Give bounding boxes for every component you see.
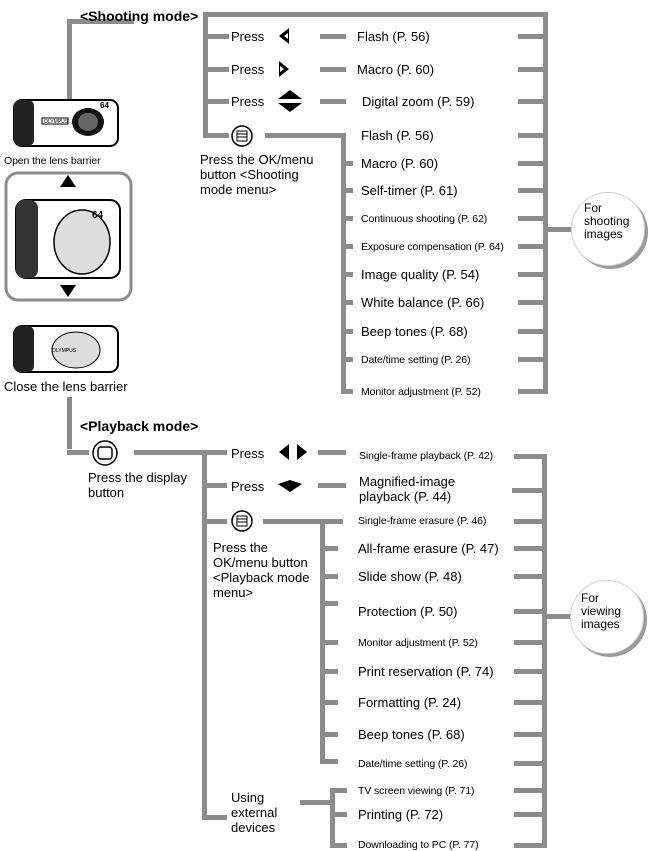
playback-direct-item-1: Magnified-image playback (P. 44)	[359, 474, 456, 504]
arrow-up-down-small-icon	[278, 480, 302, 492]
playback-ok-menu-label: Press the OK/menu button <Playback mode …	[213, 540, 310, 600]
playback-press-label-2: Press	[231, 479, 265, 494]
shooting-menu-item-6: White balance (P. 66)	[361, 295, 485, 310]
shooting-menu-item-7: Beep tones (P. 68)	[361, 324, 468, 339]
camera-brand-2: OLYMPUS	[52, 348, 77, 354]
shooting-menu-item-2: Self-timer (P. 61)	[361, 183, 458, 198]
shooting-menu-item-5: Image quality (P. 54)	[361, 267, 480, 282]
camera-close-image: 64	[15, 199, 121, 279]
playback-menu-item-3: Protection (P. 50)	[358, 604, 458, 619]
playback-external-item-0: TV screen viewing (P. 71)	[358, 785, 475, 797]
playback-bubble-text: For viewing images	[581, 591, 622, 631]
playback-display-label: Press the display button	[88, 470, 187, 500]
shooting-menu-item-3: Continuous shooting (P. 62)	[361, 213, 488, 225]
playback-direct-item-0: Single-frame playback (P. 42)	[359, 450, 494, 462]
arrow-left-icon	[279, 28, 289, 44]
playback-bubble	[570, 580, 644, 654]
press-label-2: Press	[231, 62, 265, 77]
shooting-bubble-text: For shooting images	[584, 201, 630, 241]
playback-menu-item-8: Date/time setting (P. 26)	[358, 758, 468, 770]
shooting-direct-item-1: Macro (P. 60)	[357, 62, 435, 77]
shooting-menu-item-1: Macro (P. 60)	[361, 156, 439, 171]
menu-button-icon-2	[231, 510, 253, 532]
shooting-direct-item-2: Digital zoom (P. 59)	[362, 94, 475, 109]
menu-button-icon	[231, 125, 253, 147]
arrow-up-icon	[60, 175, 76, 187]
arrow-right-icon	[279, 61, 289, 77]
playback-external-item-2: Downloading to PC (P. 77)	[358, 839, 479, 851]
display-button-icon	[92, 440, 118, 466]
shooting-menu-item-4: Exposure compensation (P. 64)	[361, 241, 504, 253]
arrow-down-icon	[60, 285, 76, 297]
press-label-1: Press	[231, 29, 265, 44]
shooting-direct-item-0: Flash (P. 56)	[357, 29, 430, 44]
playback-menu-item-4: Monitor adjustment (P. 52)	[358, 637, 478, 649]
open-lens-barrier-label: Open the lens barrier	[4, 155, 101, 167]
arrow-up-down-icon	[278, 90, 302, 112]
playback-menu-item-7: Beep tones (P. 68)	[358, 727, 465, 742]
press-label-3: Press	[231, 94, 265, 109]
camera-model: 64	[100, 101, 109, 110]
shooting-menu-item-9: Monitor adjustment (P. 52)	[361, 386, 481, 398]
camera-closed-image: OLYMPUS	[13, 325, 119, 373]
playback-menu-item-5: Print reservation (P. 74)	[358, 664, 494, 679]
camera-brand: OLYMPUS	[44, 119, 69, 125]
playback-menu-item-6: Formatting (P. 24)	[358, 695, 462, 710]
playback-menu-item-1: All-frame erasure (P. 47)	[358, 541, 499, 556]
shooting-menu-item-8: Date/time setting (P. 26)	[361, 354, 471, 366]
close-lens-barrier-label: Close the lens barrier	[4, 379, 128, 394]
playback-menu-item-2: Slide show (P. 48)	[358, 569, 462, 584]
arrow-left-right-icon	[279, 444, 307, 460]
camera-open-image: OLYMPUS 64	[13, 99, 119, 147]
playback-external-label: Using external devices	[231, 790, 278, 835]
shooting-menu-item-0: Flash (P. 56)	[361, 128, 434, 143]
camera-model-2: 64	[92, 210, 104, 221]
playback-press-label-1: Press	[231, 446, 265, 461]
shooting-ok-menu-label: Press the OK/menu button <Shooting mode …	[200, 152, 314, 197]
shooting-bubble	[571, 192, 645, 266]
playback-external-item-1: Printing (P. 72)	[358, 807, 444, 822]
playback-menu-item-0: Single-frame erasure (P. 46)	[358, 515, 487, 527]
shooting-mode-header: <Shooting mode>	[80, 8, 199, 24]
playback-mode-header: <Playback mode>	[80, 418, 199, 434]
